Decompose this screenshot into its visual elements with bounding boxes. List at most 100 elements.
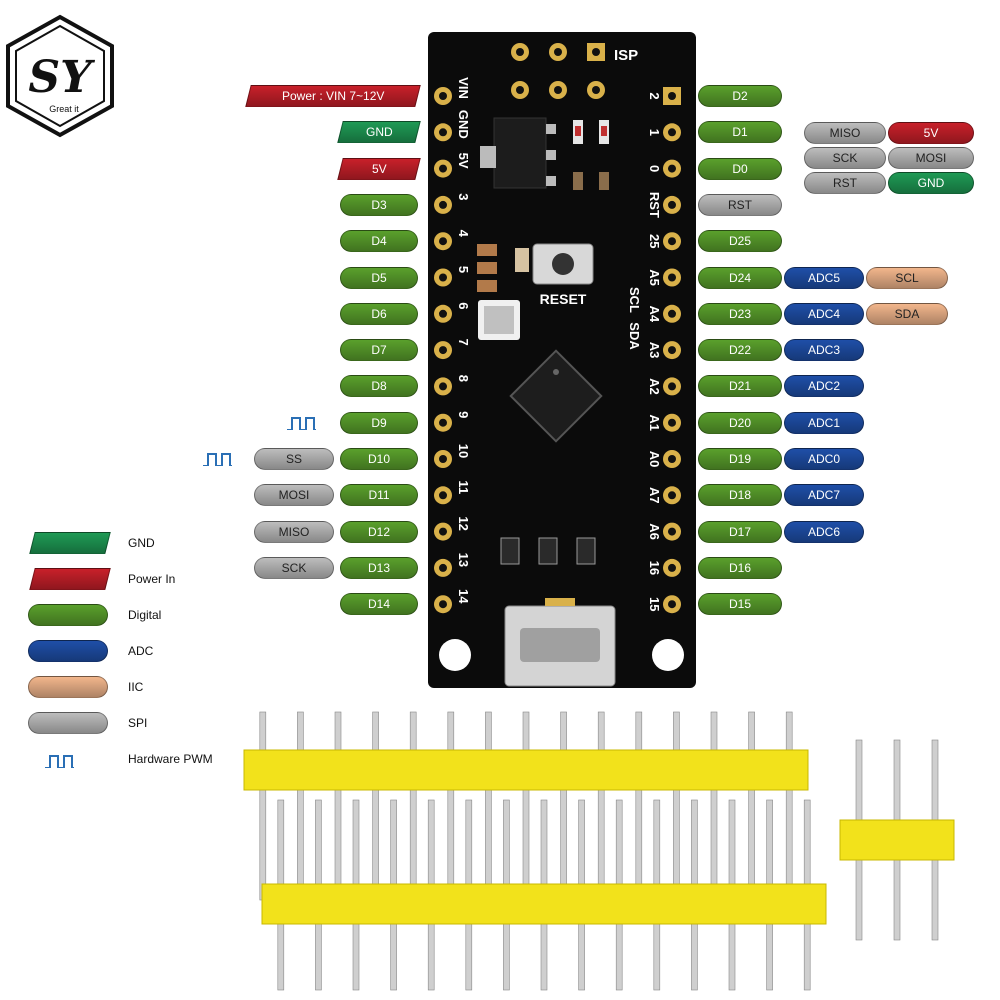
header-pin: [748, 711, 755, 901]
hardware-pwm-icon: [203, 453, 232, 466]
header-body: [243, 749, 809, 791]
brand-logo: SY Great it: [6, 14, 114, 138]
right-pin-silk: 15: [647, 597, 662, 611]
isp-pad-hole: [592, 48, 600, 56]
header-pin: [297, 711, 304, 901]
isp-pad-hole: [592, 86, 600, 94]
right-label-d23: D23: [698, 302, 782, 325]
right-label-d21: D21: [698, 375, 782, 398]
left-label-5v-text: 5V: [371, 161, 387, 176]
right-label-rst: RST: [698, 193, 782, 216]
smd-diode: [576, 537, 596, 565]
legend-label-gnd: GND: [128, 536, 155, 550]
regulator-tab: [480, 146, 496, 168]
regulator-lead: [546, 176, 556, 186]
header-pad-hole: [439, 200, 447, 209]
header-pad-hole: [668, 600, 676, 609]
smd-diode: [538, 537, 558, 565]
legend-swatch-power: [29, 568, 111, 590]
right-pin-silk: 1: [647, 129, 662, 136]
sda-silk: SDA: [627, 322, 642, 350]
legend-label-spi: SPI: [128, 716, 148, 730]
header-pad-hole: [668, 346, 676, 355]
left-label-d4: D4: [340, 230, 418, 253]
left-label-d11: D11: [340, 484, 418, 507]
right-label-d17: D17: [698, 520, 782, 543]
header-pad-hole: [439, 164, 447, 173]
header-pad-hole: [439, 346, 447, 355]
header-pin: [259, 711, 267, 901]
header-pad-hole: [439, 237, 447, 246]
header-pad-hole: [439, 92, 447, 100]
long-pin-header-top: [243, 711, 809, 901]
right-iic-scl: SCL: [866, 266, 948, 289]
right-label-d24: D24: [698, 266, 782, 289]
legend-label-power: Power In: [128, 572, 176, 586]
header-pad-hole: [668, 200, 676, 209]
header-pad-hole: [439, 418, 447, 427]
left-label-d6: D6: [340, 302, 418, 325]
right-pin-silk: 0: [647, 165, 662, 172]
header-pad-hole: [668, 563, 676, 572]
isp-cell-miso: MISO: [804, 122, 886, 144]
header-pad-hole: [439, 527, 447, 536]
isp-pad-hole: [554, 48, 562, 56]
right-label-d22: D22: [698, 339, 782, 362]
pwm-waveform: [203, 453, 232, 466]
legend-swatch-adc: [28, 640, 108, 662]
right-adc-adc1: ADC1: [784, 411, 864, 434]
header-pad-hole: [668, 527, 676, 536]
right-pin-silk: A0: [647, 451, 662, 468]
left-pin-silk: 10: [456, 444, 471, 458]
isp-cell-gnd: GND: [888, 172, 974, 194]
right-pin-silk: A6: [647, 523, 662, 540]
left-pin-silk: VIN: [456, 77, 471, 99]
header-pad-hole: [668, 382, 676, 391]
smd-resistor: [599, 172, 609, 190]
legend-swatch-iic: [28, 676, 108, 698]
left-spi-miso: MISO: [254, 520, 334, 543]
left-label-d10: D10: [340, 448, 418, 470]
right-adc-adc4: ADC4: [784, 302, 864, 325]
pwm-waveform: [287, 416, 316, 430]
header-pad-hole: [668, 128, 676, 137]
left-pin-silk: 3: [456, 193, 471, 200]
right-pin-silk: 2: [647, 92, 662, 99]
right-pin-silk: A4: [647, 305, 662, 322]
smd-resistor: [573, 172, 583, 190]
left-pin-silk: 13: [456, 553, 471, 567]
scl-silk: SCL: [627, 287, 642, 313]
right-pin-silk: A3: [647, 342, 662, 359]
left-label-d7: D7: [340, 339, 418, 362]
smd-capacitor: [477, 280, 497, 292]
left-pin-silk: 8: [456, 375, 471, 382]
header-pad-hole: [668, 164, 676, 173]
isp-cell-5v: 5V: [888, 122, 974, 144]
right-adc-adc7: ADC7: [784, 484, 864, 507]
left-pin-silk: 9: [456, 411, 471, 418]
left-pin-silk: 7: [456, 338, 471, 345]
left-label-gnd-text: GND: [365, 125, 393, 140]
right-pin-silk: A5: [647, 269, 662, 286]
crystal-body: [484, 306, 514, 334]
right-iic-sda: SDA: [866, 302, 948, 325]
left-pin-silk: 11: [456, 480, 471, 494]
right-pin-silk: A1: [647, 414, 662, 431]
left-spi-sck: SCK: [254, 556, 334, 579]
header-pin: [372, 711, 379, 901]
left-label-d14: D14: [340, 593, 418, 616]
hardware-pwm-icon: [287, 416, 316, 430]
mounting-hole: [652, 639, 684, 671]
long-pin-header-bottom: [261, 799, 827, 991]
header-body: [839, 819, 955, 861]
header-pin: [560, 711, 567, 901]
legend-swatch-gnd: [29, 532, 111, 554]
right-adc-adc2: ADC2: [784, 375, 864, 398]
isp-cell-sck: SCK: [804, 147, 886, 169]
right-label-d2: D2: [698, 85, 782, 107]
isp-cell-rst: RST: [804, 172, 886, 194]
header-pad-hole: [439, 309, 447, 318]
header-pad-hole: [439, 273, 447, 282]
